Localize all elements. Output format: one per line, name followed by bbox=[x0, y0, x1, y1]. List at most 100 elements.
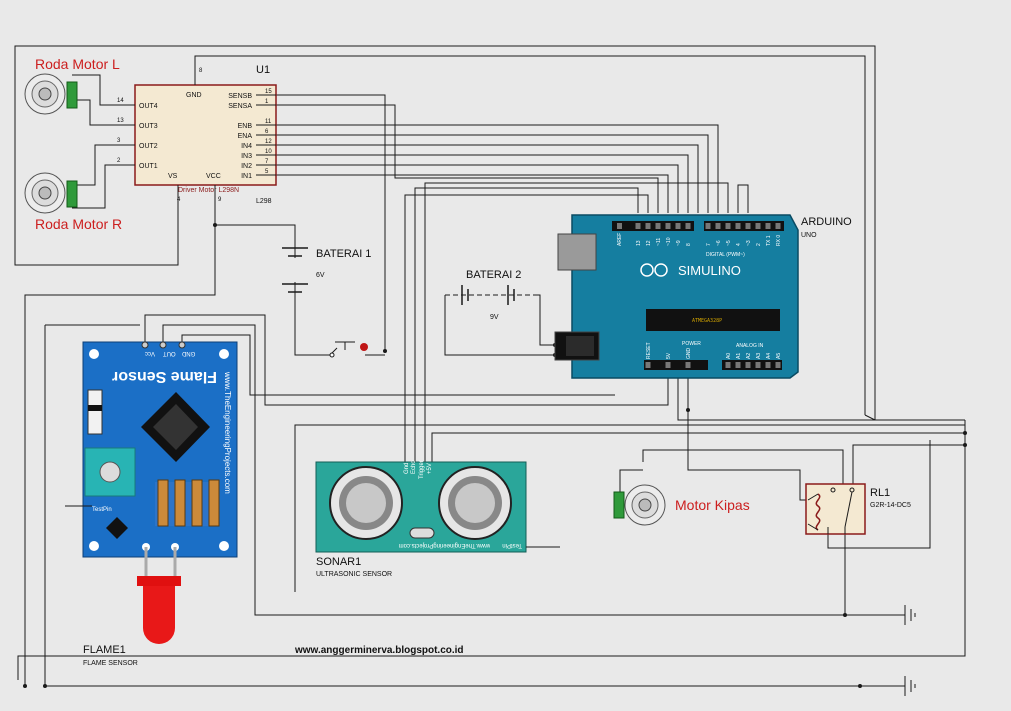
battery-2-label: BATERAI 2 bbox=[466, 269, 521, 281]
arduino-pin bbox=[755, 223, 761, 229]
arduino-brand: SIMULINO bbox=[678, 263, 741, 278]
arduino-pin bbox=[765, 362, 771, 368]
arduino-digital-pin-label: 12 bbox=[646, 240, 652, 246]
arduino-digital-pin-label: ~10 bbox=[666, 237, 672, 246]
flame-ref: FLAME1 bbox=[83, 644, 126, 656]
flame-board-text: Flame Sensor bbox=[112, 368, 217, 385]
driver-pin-left-out3: OUT3 bbox=[139, 123, 158, 130]
fan-label: Motor Kipas bbox=[675, 497, 750, 513]
arduino-power-pin-label: 5V bbox=[666, 352, 672, 359]
arduino-pin bbox=[665, 223, 671, 229]
arduino-analog-pin-label: A0 bbox=[726, 353, 732, 359]
arduino-analog-pin-label: A4 bbox=[766, 353, 772, 359]
driver-gnd: GND bbox=[186, 92, 202, 99]
driver-pin-vs: 4 bbox=[177, 197, 181, 203]
driver-pin-left-out1: OUT1 bbox=[139, 163, 158, 170]
driver-pin-right-ena: ENA bbox=[238, 133, 253, 140]
arduino-digital-pin-label: ~9 bbox=[676, 240, 682, 246]
ultrasonic-sensor: Gnd Echo Trigger +5V www.TheEngineeringP… bbox=[315, 460, 560, 578]
arduino-pin bbox=[715, 223, 721, 229]
arduino-pin bbox=[745, 223, 751, 229]
driver-pin-number: 6 bbox=[265, 129, 269, 135]
footer-url: www.anggerminerva.blogspot.co.id bbox=[294, 645, 464, 656]
arduino-pin bbox=[675, 223, 681, 229]
sonar-type: ULTRASONIC SENSOR bbox=[316, 571, 392, 578]
arduino-digital-pin-label: RX 0 bbox=[776, 235, 782, 246]
driver-pin-vcc: 9 bbox=[218, 197, 222, 203]
arduino-pin bbox=[685, 223, 691, 229]
arduino-pin bbox=[725, 223, 731, 229]
arduino-analog-header: ANALOG IN bbox=[736, 343, 764, 349]
arduino-digital-pin-label: 7 bbox=[706, 243, 712, 246]
arduino-pin bbox=[705, 223, 711, 229]
driver-pin-number: 7 bbox=[265, 159, 269, 165]
arduino-analog-pin-label: A3 bbox=[756, 353, 762, 359]
arduino-digital-pin-label: 8 bbox=[686, 243, 692, 246]
sonar-pin-gnd: Gnd bbox=[404, 463, 410, 474]
motor-l-label: Roda Motor L bbox=[35, 56, 120, 72]
motor-right: Roda Motor R bbox=[24, 172, 122, 232]
arduino-digital-header: DIGITAL (PWM~) bbox=[706, 252, 745, 258]
sonar-pin-trigger: Trigger bbox=[419, 460, 425, 479]
battery-1-value: 6V bbox=[316, 272, 325, 279]
driver-pin-right-in2: IN2 bbox=[241, 163, 252, 170]
arduino-digital-pin-label: ~5 bbox=[726, 240, 732, 246]
battery-1-label: BATERAI 1 bbox=[316, 248, 371, 260]
arduino-pin bbox=[735, 362, 741, 368]
flame-type: FLAME SENSOR bbox=[83, 660, 138, 667]
ground-symbols bbox=[904, 605, 916, 696]
push-switch[interactable] bbox=[329, 341, 368, 358]
arduino-pin bbox=[725, 362, 731, 368]
arduino-pin bbox=[645, 223, 651, 229]
driver-pin-right-sensa: SENSA bbox=[228, 103, 252, 110]
flame-pin-out: OUT bbox=[163, 350, 176, 356]
arduino-pin bbox=[775, 223, 781, 229]
battery-2-value: 9V bbox=[490, 314, 499, 321]
driver-pin-number: 5 bbox=[265, 169, 269, 175]
arduino-uno: ATMEGA328P SIMULINO DIGITAL (PWM~) POWER… bbox=[554, 214, 852, 379]
driver-pin-right-sensb: SENSB bbox=[228, 93, 252, 100]
motor-r-label: Roda Motor R bbox=[35, 216, 122, 232]
driver-pin-left-out2: OUT2 bbox=[139, 143, 158, 150]
arduino-digital-pin-label: ~11 bbox=[656, 238, 662, 246]
driver-pin-number: 13 bbox=[117, 118, 124, 124]
sonar-ref: SONAR1 bbox=[316, 556, 361, 568]
arduino-digital-pin-label: ~6 bbox=[716, 240, 722, 246]
driver-vcc: VCC bbox=[206, 173, 221, 180]
arduino-digital-pin-label: TX 1 bbox=[766, 235, 772, 246]
driver-pin-number: 15 bbox=[265, 89, 272, 95]
arduino-chip-label: ATMEGA328P bbox=[692, 318, 722, 324]
flame-board-url: www.TheEngineeringProjects.com bbox=[223, 371, 232, 494]
arduino-pin bbox=[665, 362, 671, 368]
arduino-digital-pin-label: 2 bbox=[756, 243, 762, 246]
relay: RL1 G2R-14-DC5 bbox=[805, 483, 911, 535]
driver-pin-number: 2 bbox=[117, 158, 121, 164]
driver-pin-number: 3 bbox=[117, 138, 121, 144]
driver-pin-number: 14 bbox=[117, 98, 124, 104]
driver-pin-right-in4: IN4 bbox=[241, 143, 252, 150]
relay-ref: RL1 bbox=[870, 487, 890, 499]
arduino-analog-pin-label: A5 bbox=[776, 353, 782, 359]
arduino-digital-pin-label: ~3 bbox=[746, 240, 752, 246]
battery-2: BATERAI 2 9V bbox=[445, 269, 535, 321]
arduino-pin bbox=[617, 223, 622, 229]
arduino-power-pin-label: GND bbox=[686, 348, 692, 360]
driver-pin-number: 11 bbox=[265, 119, 272, 125]
driver-part: L298 bbox=[256, 198, 272, 205]
arduino-pin bbox=[775, 362, 781, 368]
driver-pin-number: 12 bbox=[265, 139, 272, 145]
motor-left: Roda Motor L bbox=[24, 56, 120, 115]
sonar-pin-echo: Echo bbox=[411, 460, 417, 474]
arduino-power-header: POWER bbox=[682, 341, 701, 347]
driver-pin-left-out4: OUT4 bbox=[139, 103, 158, 110]
driver-pin-right-in3: IN3 bbox=[241, 153, 252, 160]
flame-pin-vcc: Vcc bbox=[145, 350, 155, 356]
motor-driver-l298: U1 Driver Motor L298N L298 GND VS VCC 8 … bbox=[115, 64, 277, 205]
arduino-pin bbox=[645, 362, 651, 368]
driver-pin-number: 1 bbox=[265, 99, 269, 105]
